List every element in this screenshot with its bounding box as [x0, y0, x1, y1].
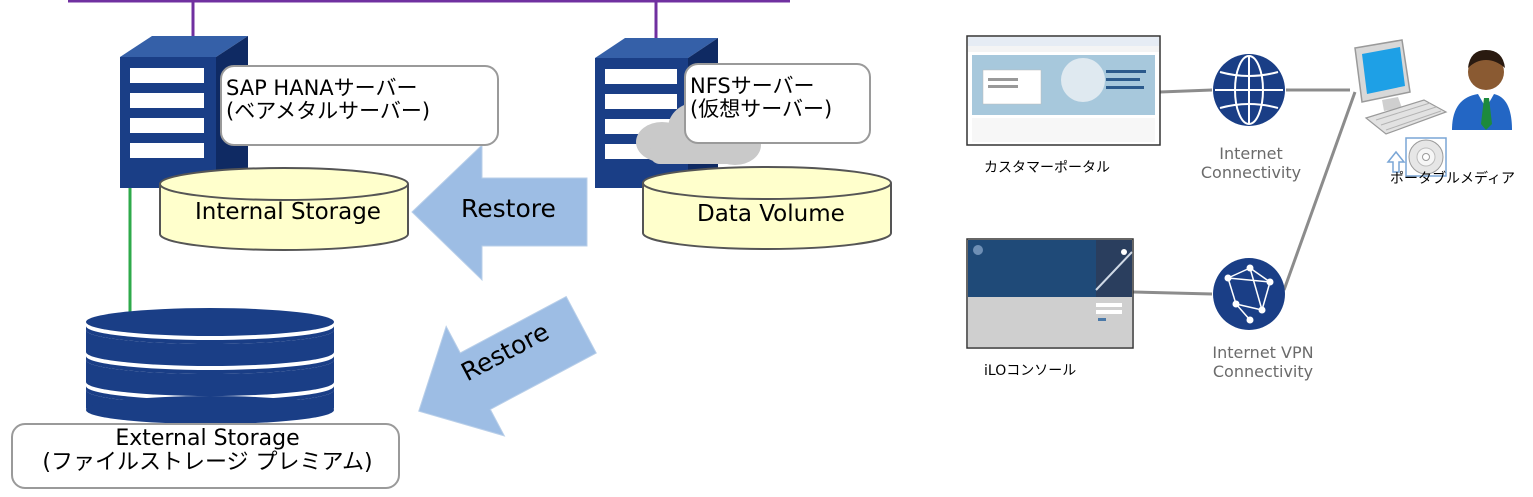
internet-vpn-label: Internet VPN Connectivity — [1198, 343, 1328, 381]
internal-storage-label: Internal Storage — [195, 199, 381, 225]
customer-portal-screenshot — [966, 35, 1161, 146]
restore-arrow-top — [411, 143, 588, 282]
internet-vpn-label-line2: Connectivity — [1212, 362, 1314, 382]
nfs-server-callout: NFSサーバー (仮想サーバー) — [684, 63, 871, 144]
restore-label-top: Restore — [461, 194, 556, 223]
external-storage-label-line2: (ファイルストレージ プレミアム) — [42, 450, 373, 476]
sap-server-label-line1: SAP HANAサーバー — [226, 76, 418, 100]
computer-icon — [1354, 39, 1448, 135]
nfs-server-label-line1: NFSサーバー — [690, 74, 815, 98]
customer-portal-label: カスタマーポータル — [984, 160, 1110, 176]
external-storage-stack — [86, 308, 334, 424]
portable-media-label: ポータブルメディア — [1390, 171, 1516, 187]
data-volume-label: Data Volume — [697, 201, 845, 227]
user-avatar-icon — [1452, 50, 1512, 130]
nfs-server-label-line2: (仮想サーバー) — [690, 97, 833, 122]
internet-label-line1: Internet — [1219, 144, 1283, 163]
sap-server-label-line2: (ベアメタルサーバー) — [226, 99, 431, 124]
internet-connectivity-label: Internet Connectivity — [1196, 144, 1306, 182]
external-storage-callout: External Storage (ファイルストレージ プレミアム) — [11, 423, 400, 489]
internet-label-line2: Connectivity — [1200, 163, 1302, 183]
sap-server-icon — [120, 36, 248, 188]
restore-arrow-bottom — [418, 295, 597, 437]
internal-storage-drum — [159, 167, 409, 251]
ilo-console-label: iLOコンソール — [984, 363, 1077, 379]
external-storage-label-line1: External Storage — [115, 426, 300, 451]
portable-media-icon — [1386, 137, 1447, 177]
ilo-console-screenshot — [966, 238, 1134, 349]
vpn-network-icon — [1213, 258, 1285, 330]
data-volume-drum — [642, 166, 892, 250]
sap-server-callout: SAP HANAサーバー (ベアメタルサーバー) — [220, 65, 499, 146]
internet-vpn-label-line1: Internet VPN — [1212, 343, 1314, 362]
connector-lines — [1132, 88, 1357, 296]
internet-globe-icon — [1213, 54, 1285, 126]
